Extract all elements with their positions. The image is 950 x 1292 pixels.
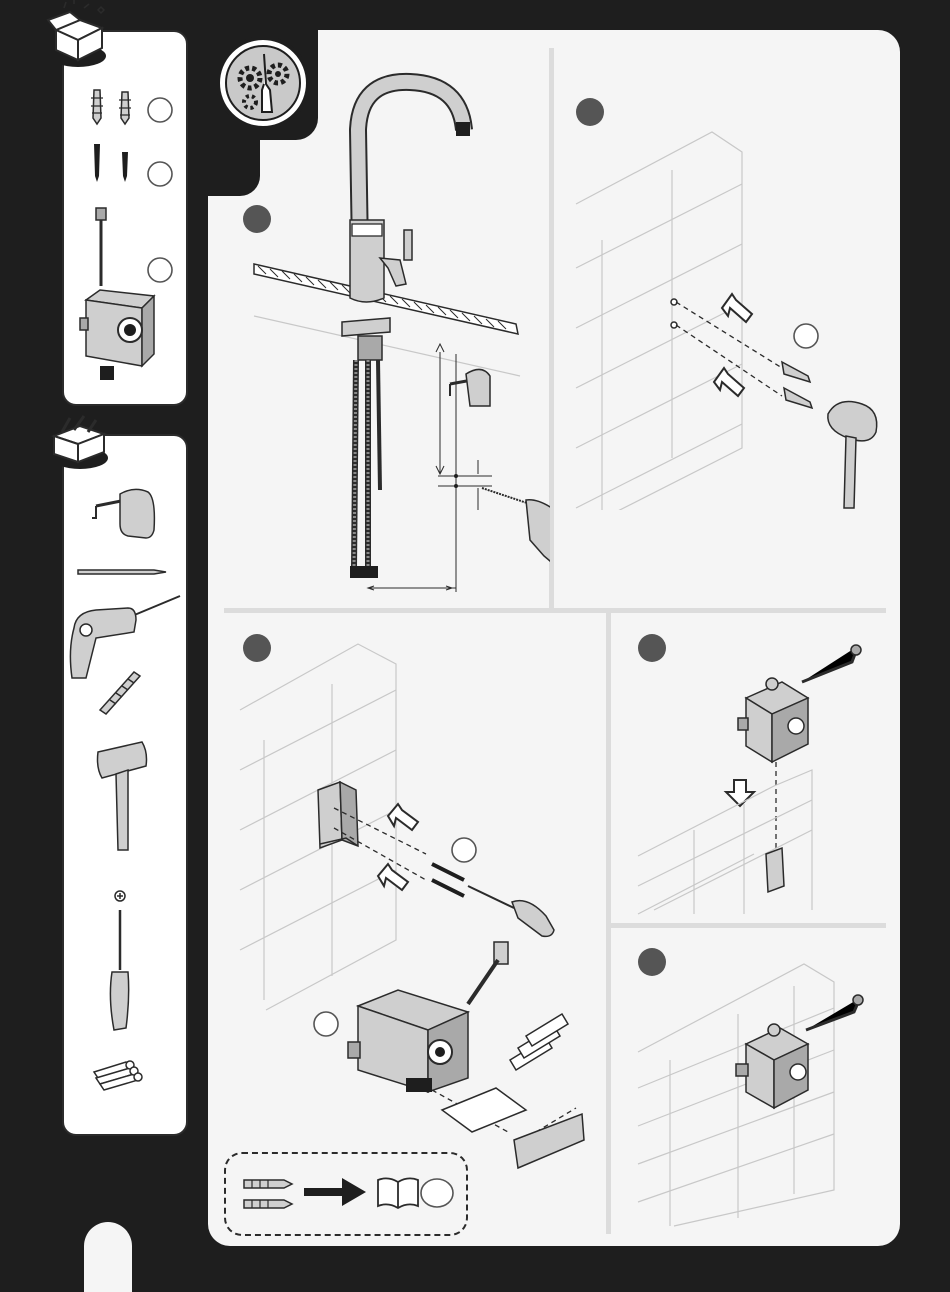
step-4-illustration [634,640,874,915]
box-count-circle [146,256,174,284]
screw-count-circle [146,160,174,188]
drill-bit-icon [96,666,142,716]
arrow-right-icon [302,1176,368,1208]
pencil-icon [76,566,168,578]
step-2-badge [575,97,605,127]
open-box-icon [44,0,118,72]
manual-book-icon [376,1174,420,1210]
page-tab [84,1222,132,1292]
step-3-illustration [236,640,596,1180]
toolbox-icon [44,414,118,472]
step-5-illustration [634,958,874,1230]
control-box-icon [76,206,162,388]
phillips-screwdriver-icon [104,888,132,1034]
tape-measure-icon [88,484,160,542]
mallet-icon [94,738,150,854]
step-2-illustration [572,128,882,510]
note-wall-plugs-icon [240,1168,296,1218]
step-1-illustration [250,70,550,600]
plug-count-circle [146,96,174,124]
divider-horizontal-mid [224,608,886,613]
wall-plug-icon [86,86,136,126]
batteries-icon [90,1058,152,1092]
divider-horizontal-right [610,923,886,928]
note-circle [418,1176,456,1210]
screw-icon [86,142,136,184]
